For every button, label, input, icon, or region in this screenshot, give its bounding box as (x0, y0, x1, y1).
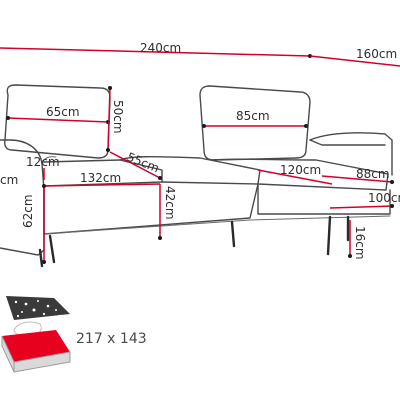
dim-endpoint (390, 180, 394, 184)
dim-line-seat-depth (109, 151, 161, 179)
bed-pattern-dots (14, 300, 62, 318)
label-total-width: 240cm (140, 41, 181, 55)
dim-endpoint (108, 86, 112, 90)
dim-line-back-left (7, 117, 109, 123)
dim-endpoint (304, 124, 308, 128)
label-chaise-depth: 88cm (356, 167, 390, 181)
label-back-left-width: 65cm (46, 105, 80, 119)
dim-endpoint (158, 176, 162, 180)
leg-middle (230, 220, 236, 248)
base-bottom-line (43, 215, 391, 235)
dim-line-back-height (107, 87, 111, 151)
bed-icon (1, 296, 71, 373)
dim-line-chaise-seat (257, 169, 333, 185)
dim-line-seat-width (43, 183, 161, 187)
bed-blanket-pattern (6, 296, 70, 320)
label-seat-depth: 55cm (125, 150, 161, 176)
label-armrest-height: 12cm (26, 155, 60, 169)
dim-endpoint (6, 116, 10, 120)
right-back-cushion (199, 85, 311, 161)
label-back-right-width: 85cm (236, 109, 270, 123)
chaise-base-front (257, 183, 391, 215)
dim-endpoint (390, 204, 394, 208)
label-seat-height: 42cm (163, 186, 177, 220)
dim-endpoint (158, 236, 162, 240)
dim-endpoint (42, 260, 46, 264)
leg-armrest (38, 248, 44, 268)
dim-endpoint (202, 124, 206, 128)
bed-size-label: 217 x 143 (76, 331, 147, 347)
sofa-drawing (0, 84, 393, 268)
label-side-depth: cm (0, 173, 18, 187)
dim-endpoint (348, 254, 352, 258)
main-seat-cushion (43, 159, 163, 187)
leg-chaise-front (326, 215, 332, 256)
label-back-height: 50cm (111, 100, 125, 134)
label-chaise-seat-length: 120cm (280, 163, 321, 177)
dim-line-chaise-length (309, 55, 400, 67)
armrest-inner-edge (41, 156, 57, 165)
chaise-top (211, 158, 389, 191)
dimension-lines (0, 47, 400, 264)
label-chaise-width: 100cm (368, 191, 400, 205)
dim-line-total-width (0, 47, 311, 57)
dim-line-chaise-width (329, 205, 393, 209)
bed-mattress (2, 330, 70, 362)
chaise-back-top (309, 139, 386, 146)
chaise-backrest (309, 132, 393, 176)
leg-front-left (48, 234, 56, 264)
label-seat-width: 132cm (80, 171, 121, 185)
label-total-height: 62cm (21, 194, 35, 228)
dim-line-chaise-depth (321, 175, 393, 183)
dimension-labels: 240cm 160cm 65cm 50cm 85cm 12cm 55cm 132… (0, 41, 400, 260)
middle-seat-cushion (119, 155, 261, 185)
label-chaise-length: 160cm (356, 47, 397, 61)
dim-endpoint (42, 184, 46, 188)
label-leg-height: 16cm (353, 226, 367, 260)
dim-endpoint (106, 148, 110, 152)
